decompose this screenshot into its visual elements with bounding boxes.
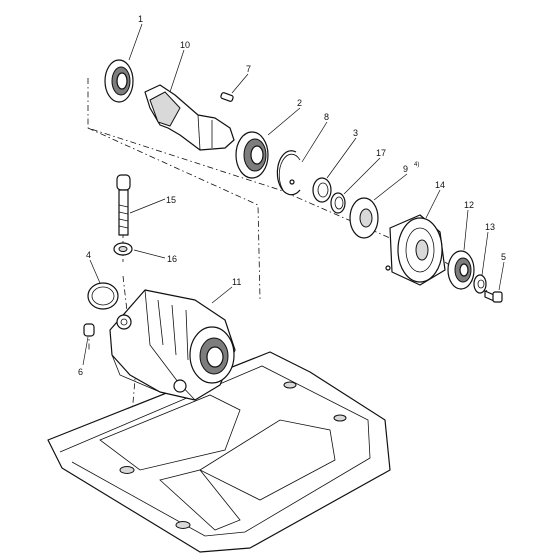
base-plate-hole-rear: [333, 414, 347, 422]
dowel-pin-6: [83, 323, 95, 337]
base-plate-hole-left: [119, 466, 135, 474]
callout-8: 8: [324, 112, 329, 122]
callout-17: 17: [376, 148, 386, 158]
callout-5: 5: [501, 252, 506, 262]
bearing-1: [104, 59, 134, 103]
eccentric-shaft-10: [144, 84, 235, 151]
circlip-8: [276, 150, 301, 196]
base-plate-hole-right: [283, 381, 297, 389]
callout-4: 4: [86, 250, 91, 260]
callout-6: 6: [78, 367, 83, 377]
callout-14: 14: [435, 180, 445, 190]
callout-2: 2: [297, 98, 302, 108]
assembly-axis-frame: [87, 127, 261, 301]
bearing-12: [447, 250, 475, 290]
spacer-ring-3: [312, 177, 332, 203]
callout-16: 16: [167, 254, 177, 264]
screw-5: [484, 290, 503, 303]
bolt-15: [116, 174, 131, 236]
callout-11: 11: [232, 277, 241, 287]
callout-3: 3: [353, 128, 358, 138]
spacer-ring-17: [330, 192, 346, 214]
callout-10: 10: [180, 40, 190, 50]
callout-15: 15: [166, 195, 176, 205]
leader-lines: [82, 23, 505, 366]
washer-16: [113, 242, 133, 256]
callout-9-note: 4): [414, 162, 419, 168]
callout-1: 1: [138, 14, 143, 24]
key-7: [220, 92, 234, 102]
callout-7: 7: [246, 64, 251, 74]
base-plate-hole-center: [175, 521, 191, 529]
washer-9: [349, 197, 379, 239]
callout-13: 13: [485, 222, 495, 232]
callout-9: 9: [403, 164, 408, 174]
callout-12: 12: [464, 200, 474, 210]
bearing-2: [235, 131, 269, 179]
eccentric-weight-14: [385, 214, 446, 286]
exciter-housing-11: [109, 289, 236, 401]
base-plate: [47, 351, 391, 553]
o-ring-4: [87, 282, 119, 310]
washer-13: [473, 274, 487, 294]
